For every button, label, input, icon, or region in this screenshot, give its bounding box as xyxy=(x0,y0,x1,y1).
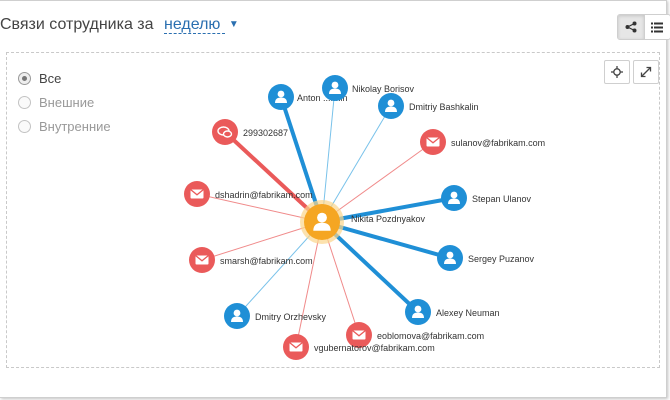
filter-label: Внешние xyxy=(39,94,95,110)
envelope-icon xyxy=(195,254,209,265)
list-view-button[interactable] xyxy=(643,15,670,39)
period-value: неделю xyxy=(164,16,221,33)
filter-label: Внутренние xyxy=(39,118,111,134)
envelope-icon xyxy=(289,341,303,352)
node-label: Alexey Neuman xyxy=(436,308,500,318)
user-icon xyxy=(412,305,424,318)
node-label: Anton ....min xyxy=(297,93,348,103)
user-icon xyxy=(385,99,397,112)
expand-icon xyxy=(640,66,652,78)
node-label: Nikolay Borisov xyxy=(352,84,415,94)
graph-node-phone[interactable]: 299302687 xyxy=(212,119,288,145)
envelope-icon xyxy=(190,188,204,199)
radio-button[interactable] xyxy=(18,71,31,85)
graph-node-email[interactable]: sulanov@fabrikam.com xyxy=(420,129,545,155)
graph-node-person[interactable]: Dmitriy Bashkalin xyxy=(378,93,479,119)
radio-button[interactable] xyxy=(18,119,31,133)
graph-node-email[interactable]: smarsh@fabrikam.com xyxy=(189,247,313,273)
center-graph-button[interactable] xyxy=(604,60,630,84)
connection-filter: Все Внешние Внутренние xyxy=(18,66,111,138)
widget-title: Связи сотрудника за неделю ▼ xyxy=(0,16,239,34)
graph-edge xyxy=(321,220,451,260)
graph-node-person[interactable]: Alexey Neuman xyxy=(405,299,500,325)
filter-option-external[interactable]: Внешние xyxy=(18,90,111,114)
node-label: smarsh@fabrikam.com xyxy=(220,256,313,266)
chat-icon xyxy=(217,126,233,138)
graph-node-person[interactable]: Dmitry Orzhevsky xyxy=(224,303,327,329)
node-label: Sergey Puzanov xyxy=(468,254,535,264)
graph-node-email[interactable]: dshadrin@fabrikam.com xyxy=(184,181,313,207)
filter-option-internal[interactable]: Внутренние xyxy=(18,114,111,138)
graph-edge xyxy=(321,105,392,223)
radio-button[interactable] xyxy=(18,95,31,109)
node-label: dshadrin@fabrikam.com xyxy=(215,190,313,200)
graph-node-person[interactable]: Anton ....min xyxy=(268,84,348,110)
node-label: Dmitry Orzhevsky xyxy=(255,312,327,322)
envelope-icon xyxy=(426,136,440,147)
title-text: Связи сотрудника за xyxy=(0,16,154,33)
share-graph-icon xyxy=(625,21,637,33)
user-icon xyxy=(275,90,287,103)
filter-option-all[interactable]: Все xyxy=(18,66,111,90)
view-toggle xyxy=(617,14,670,40)
user-icon xyxy=(444,251,456,264)
graph-edge xyxy=(223,130,324,224)
fullscreen-button[interactable] xyxy=(633,60,659,84)
node-label: Dmitriy Bashkalin xyxy=(409,102,479,112)
node-label: sulanov@fabrikam.com xyxy=(451,138,545,148)
filter-label: Все xyxy=(39,70,62,86)
center-node-label: Nikita Pozdnyakov xyxy=(351,214,426,224)
node-label: Stepan Ulanov xyxy=(472,194,532,204)
graph-node-email[interactable]: vgubernatorov@fabrikam.com xyxy=(283,334,435,360)
node-label: vgubernatorov@fabrikam.com xyxy=(314,343,435,353)
node-label: eoblomova@fabrikam.com xyxy=(377,331,484,341)
graph-view-button[interactable] xyxy=(618,15,644,39)
user-icon xyxy=(231,309,243,322)
graph-node-person[interactable]: Nikolay Borisov xyxy=(322,75,415,101)
user-icon xyxy=(448,191,460,204)
period-dropdown[interactable]: неделю xyxy=(164,16,225,34)
user-icon xyxy=(329,81,341,94)
graph-edge xyxy=(321,87,336,223)
graph-node-email[interactable]: eoblomova@fabrikam.com xyxy=(346,322,484,348)
envelope-icon xyxy=(352,329,366,340)
node-label: 299302687 xyxy=(243,128,288,138)
graph-edge xyxy=(321,141,434,223)
user-icon xyxy=(313,212,331,231)
graph-center-node[interactable]: Nikita Pozdnyakov xyxy=(300,200,426,244)
graph-edge xyxy=(321,196,455,224)
graph-node-person[interactable]: Sergey Puzanov xyxy=(437,245,535,271)
crosshair-icon xyxy=(611,66,623,78)
list-icon xyxy=(651,22,664,32)
chevron-down-icon[interactable]: ▼ xyxy=(228,19,239,31)
graph-node-person[interactable]: Stepan Ulanov xyxy=(441,185,532,211)
